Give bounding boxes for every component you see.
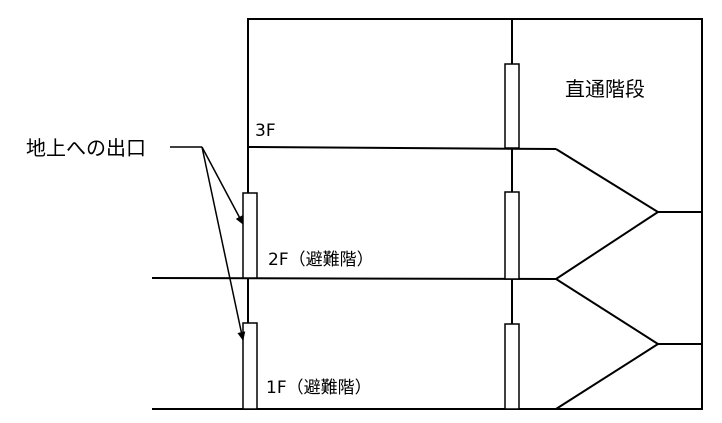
ground-exit-1f: [242, 322, 258, 410]
stair-door-1f: [504, 323, 520, 410]
exit-label: 地上への出口: [26, 136, 146, 160]
stair-door-2f: [504, 191, 520, 280]
floor-label-3f: 3F: [255, 121, 276, 141]
stair-zigzag: [554, 148, 660, 410]
floor-label-2f: 2F（避難階）: [268, 250, 374, 270]
floor-label-1f: 1F（避難階）: [266, 378, 372, 398]
exit-arrow-2f: [201, 146, 244, 225]
ground-exit-2f: [242, 192, 258, 279]
floor-line-2f-ground: [151, 277, 557, 280]
stair-label: 直通階段: [565, 77, 645, 101]
exit-arrow-1f: [201, 146, 246, 341]
stair-door-3f: [504, 63, 520, 149]
